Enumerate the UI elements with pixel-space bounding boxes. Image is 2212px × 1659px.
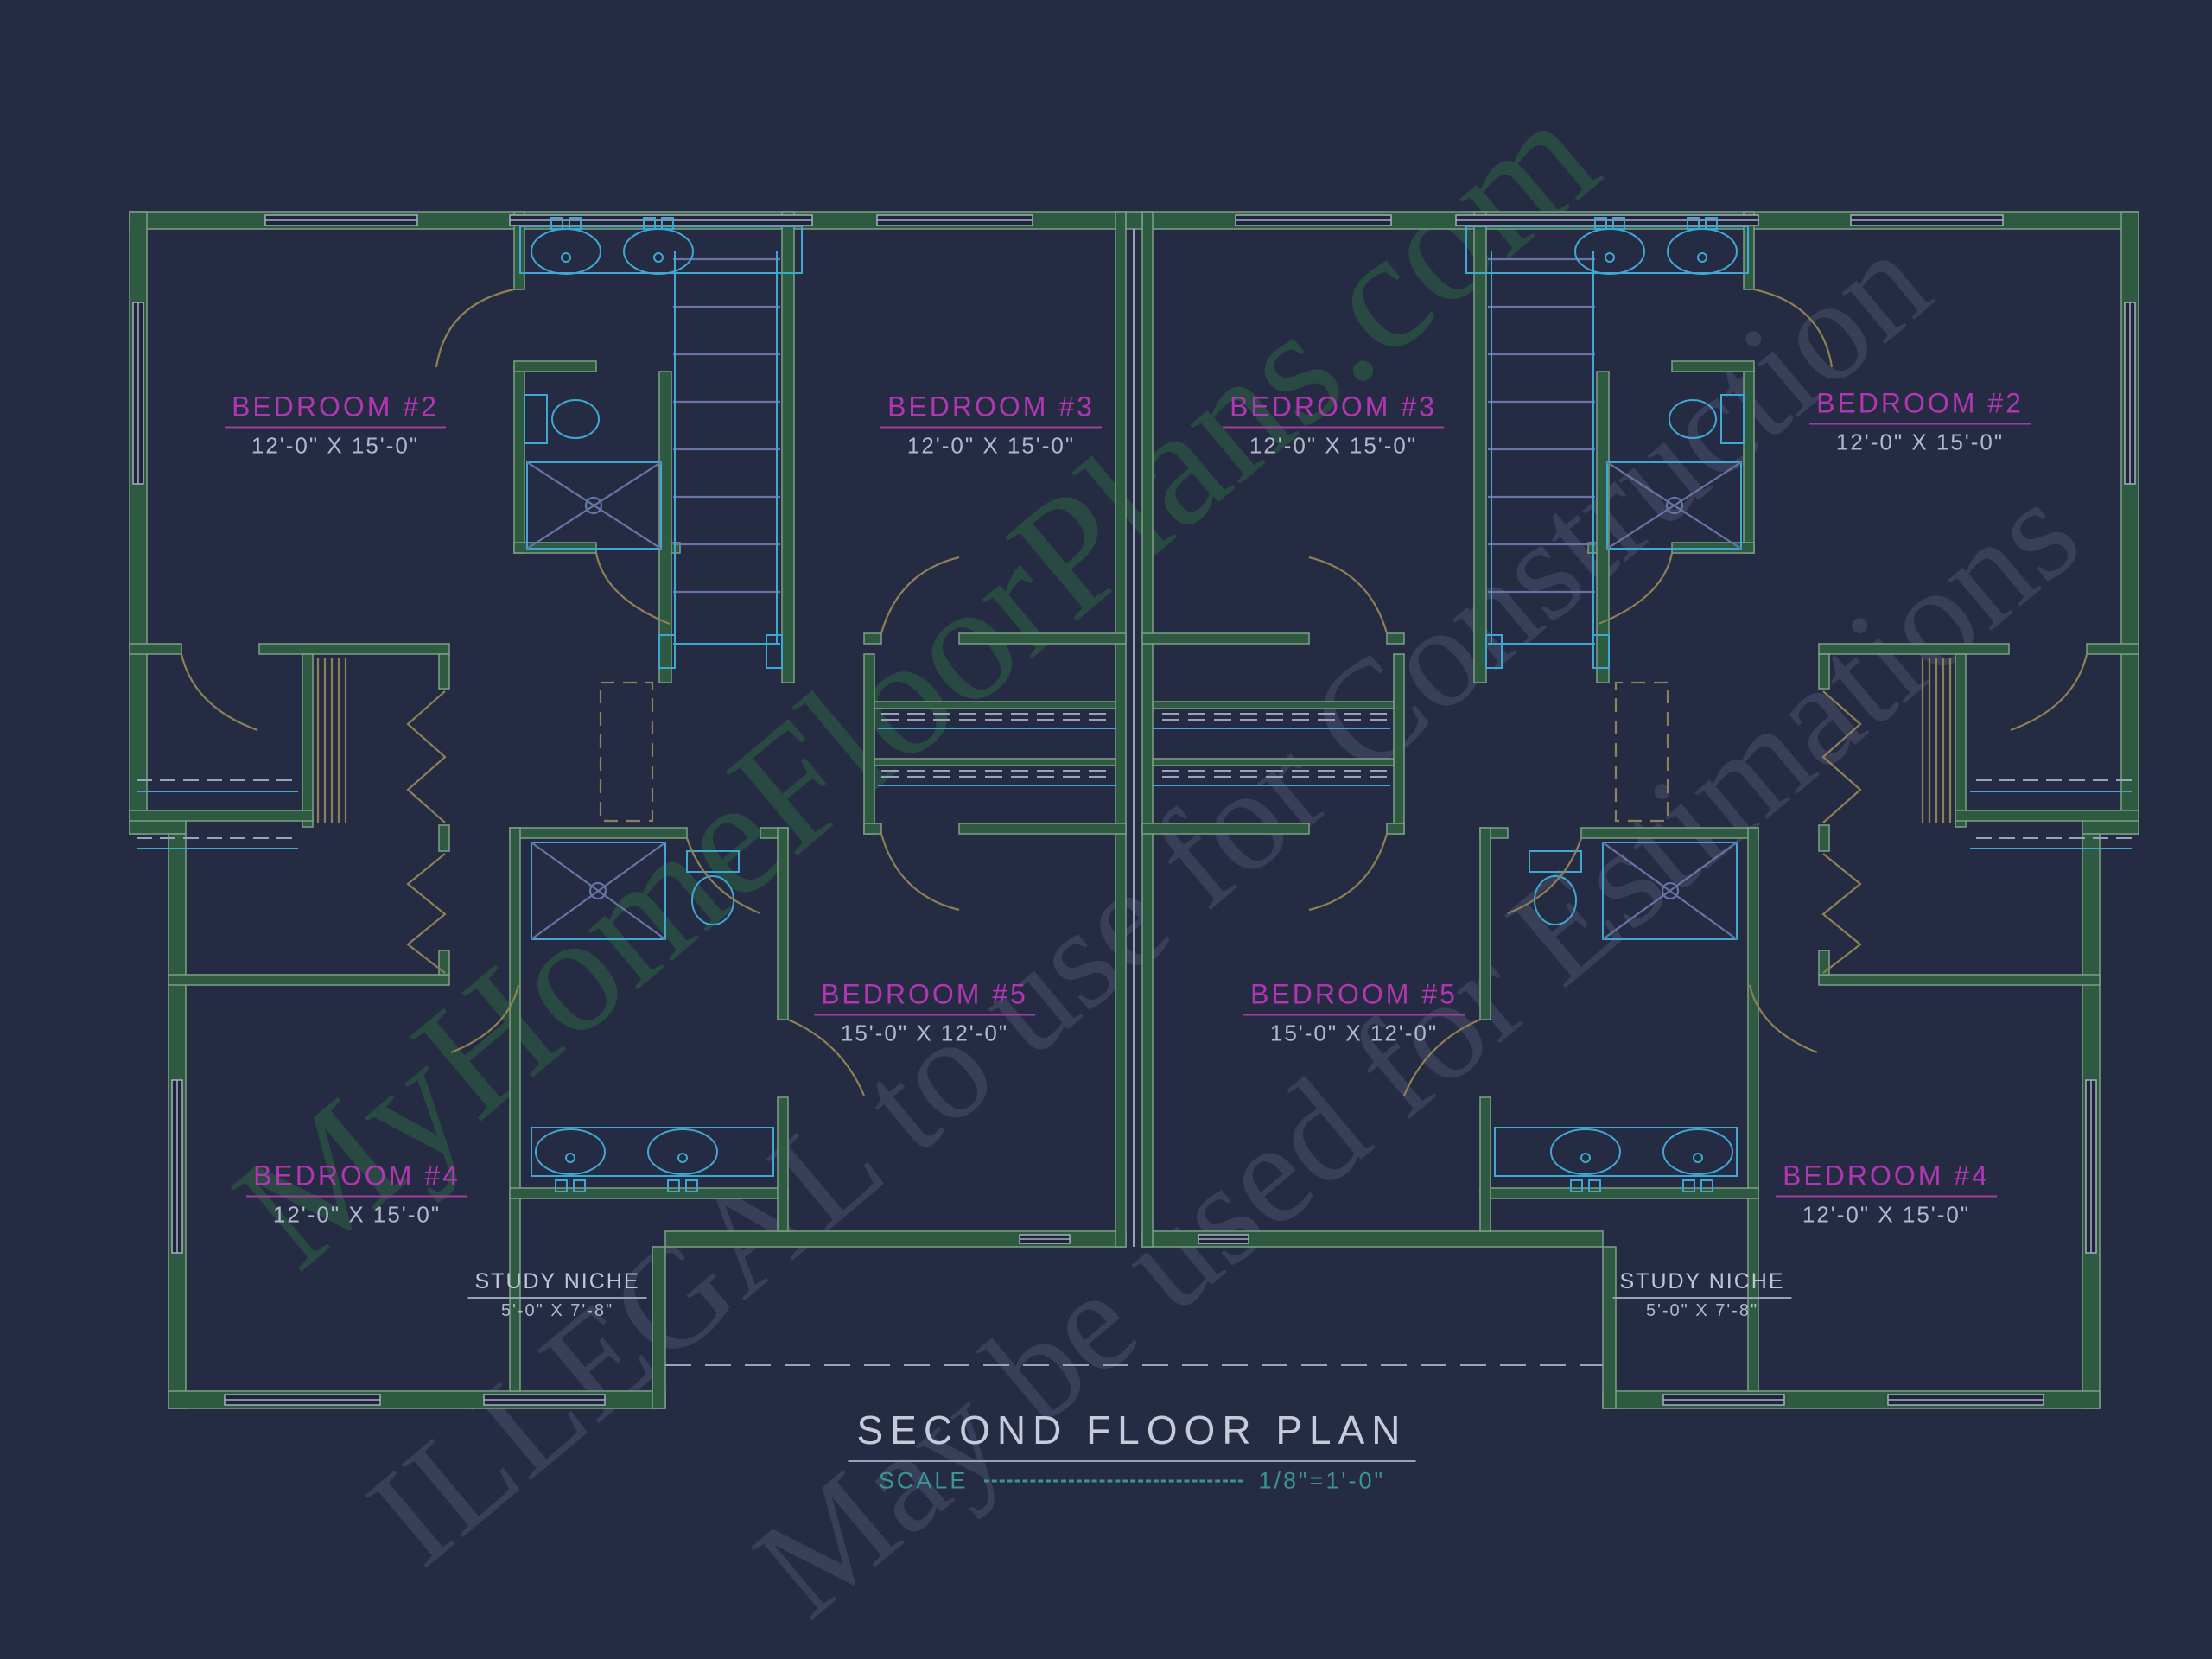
room-label-bedroom4-left: BEDROOM #4 12'-0" X 15'-0": [246, 1160, 467, 1229]
room-name: BEDROOM #4: [246, 1160, 467, 1198]
room-label-bedroom3-left: BEDROOM #3 12'-0" X 15'-0": [880, 391, 1102, 460]
room-name: BEDROOM #3: [1223, 391, 1444, 429]
room-dims: 12'-0" X 15'-0": [272, 1201, 442, 1228]
room-label-bedroom2-right: BEDROOM #2 12'-0" X 15'-0": [1809, 388, 2031, 456]
room-dims: 15'-0" X 12'-0": [840, 1020, 1009, 1046]
room-name: BEDROOM #2: [1809, 388, 2031, 425]
room-label-bedroom4-right: BEDROOM #4 12'-0" X 15'-0": [1776, 1160, 1997, 1229]
room-name: BEDROOM #5: [1243, 979, 1465, 1016]
room-name: BEDROOM #3: [880, 391, 1102, 429]
scale-row: SCALE 1/8"=1'-0": [879, 1468, 1385, 1495]
room-dims: 12'-0" X 15'-0": [906, 432, 1076, 459]
room-dims: 12'-0" X 15'-0": [251, 432, 420, 459]
scale-dashes: [983, 1479, 1243, 1483]
room-name: BEDROOM #4: [1776, 1160, 1997, 1198]
room-dims: 12'-0" X 15'-0": [1249, 432, 1418, 459]
scale-value: 1/8"=1'-0": [1258, 1467, 1386, 1494]
room-dims: 5'-0" X 7'-8": [500, 1301, 614, 1320]
room-name: STUDY NICHE: [467, 1269, 647, 1299]
room-label-bedroom5-left: BEDROOM #5 15'-0" X 12'-0": [814, 979, 1035, 1047]
room-name: BEDROOM #5: [814, 979, 1035, 1016]
room-dims: 12'-0" X 15'-0": [1835, 429, 2005, 455]
party-wall-filler: [1125, 211, 1143, 1247]
room-dims: 15'-0" X 12'-0": [1269, 1020, 1439, 1046]
room-label-bedroom3-right: BEDROOM #3 12'-0" X 15'-0": [1223, 391, 1444, 460]
room-label-bedroom2-left: BEDROOM #2 12'-0" X 15'-0": [225, 391, 446, 460]
room-dims: 5'-0" X 7'-8": [1645, 1301, 1759, 1320]
room-label-study-niche-left: STUDY NICHE 5'-0" X 7'-8": [467, 1269, 647, 1321]
room-label-study-niche-right: STUDY NICHE 5'-0" X 7'-8": [1612, 1269, 1792, 1321]
room-label-bedroom5-right: BEDROOM #5 15'-0" X 12'-0": [1243, 979, 1465, 1047]
title-block: SECOND FLOOR PLAN: [848, 1407, 1416, 1462]
room-name: STUDY NICHE: [1612, 1269, 1792, 1299]
scale-label: SCALE: [878, 1467, 969, 1494]
room-name: BEDROOM #2: [225, 391, 446, 429]
room-dims: 12'-0" X 15'-0": [1802, 1201, 1971, 1228]
plan-title: SECOND FLOOR PLAN: [848, 1407, 1416, 1462]
